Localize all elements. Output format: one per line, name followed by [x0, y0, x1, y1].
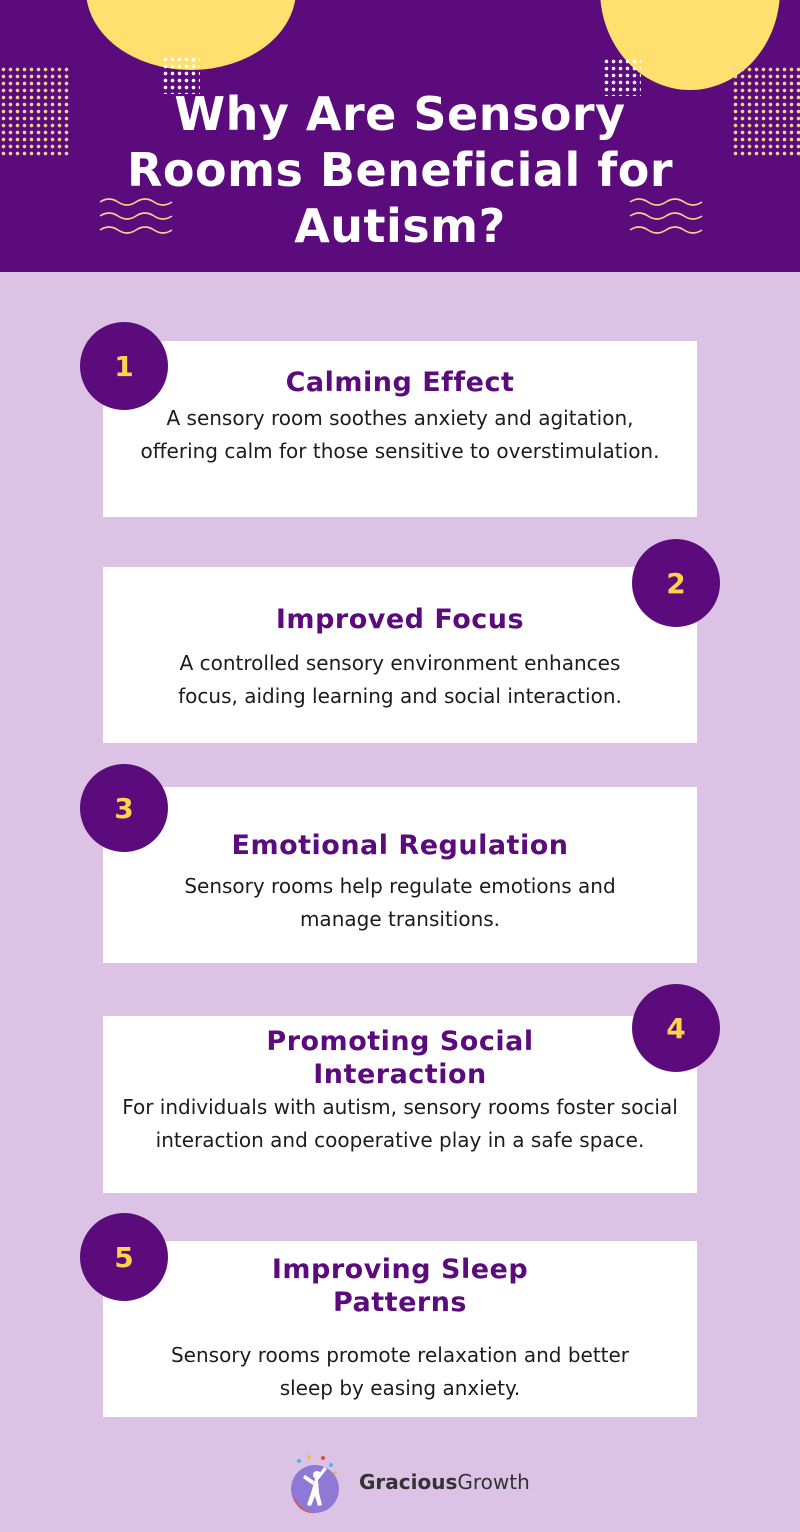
title-line: Rooms Beneficial for	[126, 143, 674, 197]
benefit-description: Sensory rooms help regulate emotions and…	[184, 874, 616, 931]
title-line: Why Are Sensory	[174, 87, 626, 141]
benefit-card-promoting-social-interaction: Promoting Social Interaction For individ…	[103, 1016, 697, 1193]
benefit-card-improving-sleep-patterns: Improving Sleep Patterns Sensory rooms p…	[103, 1241, 697, 1417]
benefit-card-emotional-regulation: Emotional Regulation Sensory rooms help …	[103, 787, 697, 963]
benefit-title: Calming Effect	[285, 367, 515, 398]
child-figure-icon	[291, 1455, 339, 1514]
number-badge: 5	[80, 1213, 168, 1301]
benefit-description: Sensory rooms promote relaxation and bet…	[170, 1343, 630, 1400]
gracious-growth-logo: GraciousGrowth	[285, 1443, 530, 1515]
dot-pattern	[0, 66, 70, 156]
page-title: Why Are Sensory Rooms Beneficial for Aut…	[100, 86, 700, 254]
benefit-title: Promoting Social Interaction	[266, 1026, 534, 1090]
dot-pattern	[162, 56, 200, 94]
benefit-title: Emotional Regulation	[231, 830, 569, 861]
dot-pattern	[603, 58, 641, 96]
header-banner: Why Are Sensory Rooms Beneficial for Aut…	[0, 0, 800, 272]
title-line: Autism?	[294, 199, 506, 253]
brand-name-regular: Growth	[457, 1470, 530, 1494]
brand-name: GraciousGrowth	[359, 1470, 530, 1494]
benefit-card-improved-focus: Improved Focus A controlled sensory envi…	[103, 567, 697, 743]
benefit-description: A sensory room soothes anxiety and agita…	[140, 406, 660, 463]
benefit-title: Improved Focus	[275, 604, 525, 635]
number-badge: 4	[632, 984, 720, 1072]
benefit-title: Improving Sleep Patterns	[271, 1254, 529, 1318]
brand-name-bold: Gracious	[359, 1470, 458, 1494]
benefit-description: For individuals with autism, sensory roo…	[122, 1095, 678, 1152]
dot-pattern	[732, 66, 800, 156]
number-badge: 3	[80, 764, 168, 852]
benefit-description: A controlled sensory environment enhance…	[178, 651, 622, 708]
wave-decoration	[99, 198, 173, 234]
number-badge: 1	[80, 322, 168, 410]
wave-decoration	[629, 198, 703, 234]
number-badge: 2	[632, 539, 720, 627]
benefit-card-calming-effect: Calming Effect A sensory room soothes an…	[103, 341, 697, 517]
